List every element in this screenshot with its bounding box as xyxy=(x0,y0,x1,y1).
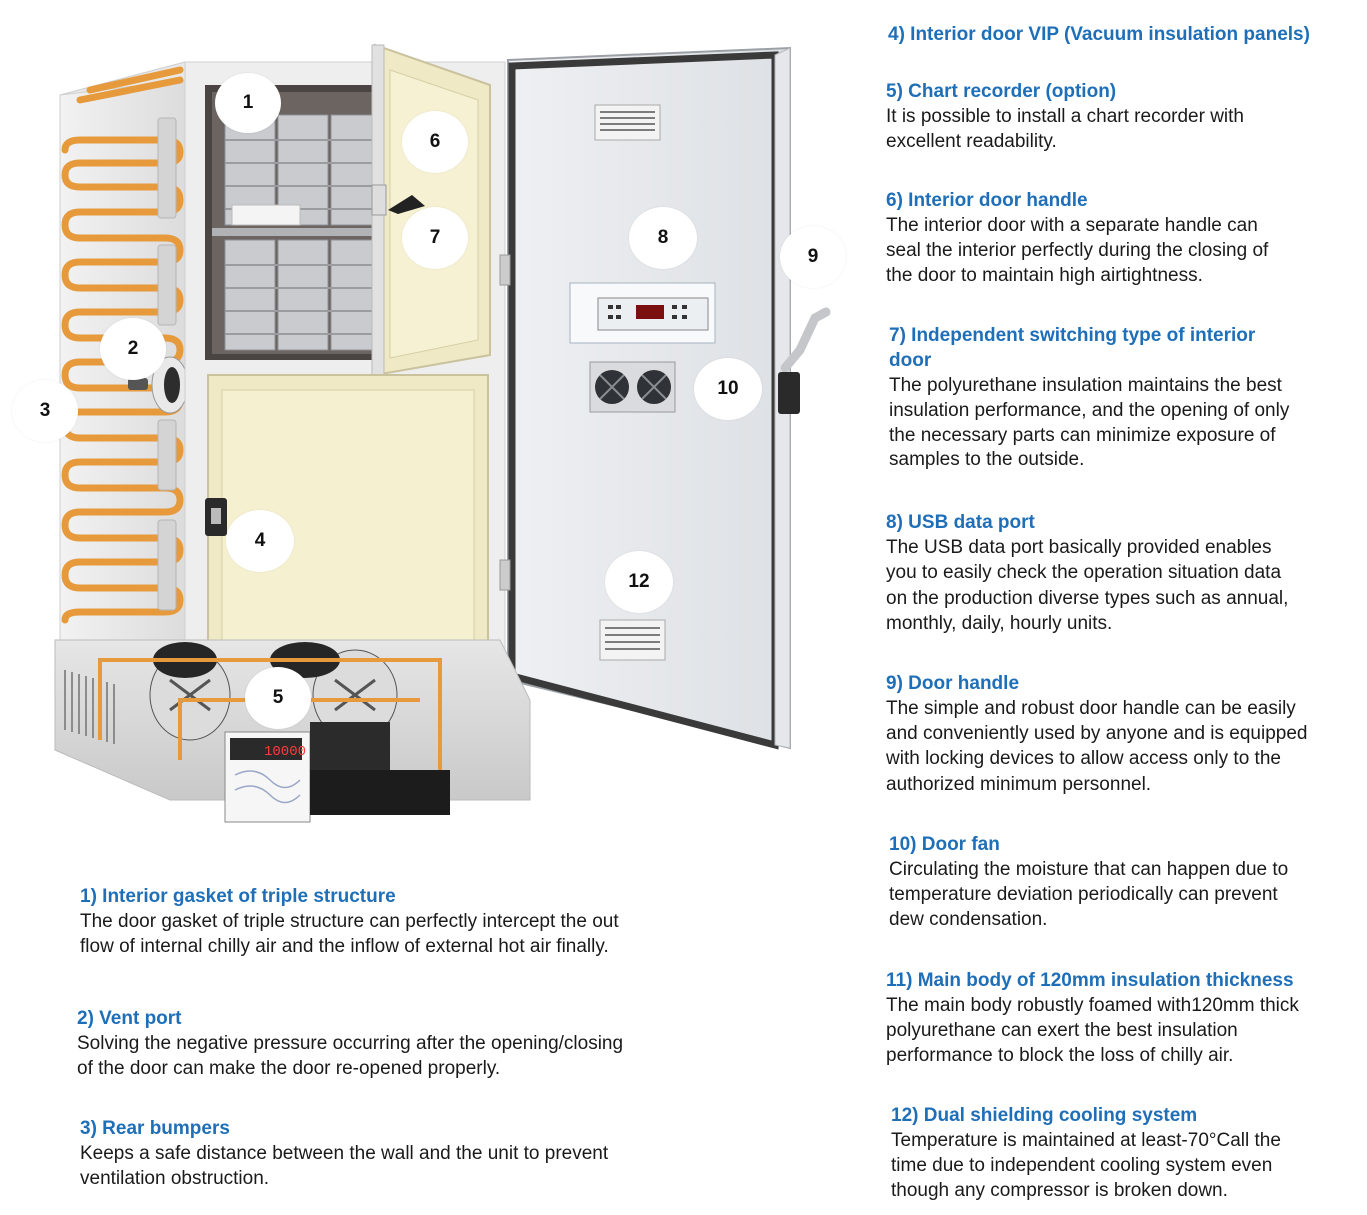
feature-6-desc-line-2: seal the interior perfectly during the c… xyxy=(886,240,1269,261)
feature-11-title: 11) Main body of 120mm insulation thickn… xyxy=(886,970,1294,991)
marker-2: 2 xyxy=(100,318,166,380)
feature-12-desc-line-3: though any compressor is broken down. xyxy=(891,1180,1228,1201)
feature-9-desc-line-4: authorized minimum personnel. xyxy=(886,774,1152,795)
rear-bumpers xyxy=(157,117,177,611)
interior-compartment xyxy=(205,85,380,360)
feature-7-desc-line-4: samples to the outside. xyxy=(889,449,1085,470)
feature-12-desc-line-2: time due to independent cooling system e… xyxy=(891,1155,1273,1176)
feature-7-title-line-2: door xyxy=(889,350,932,371)
feature-1-desc-line-2: flow of internal chilly air and the infl… xyxy=(80,936,609,957)
feature-9-desc-line-3: with locking devices to allow access onl… xyxy=(886,748,1281,769)
feature-5-desc-line-1: It is possible to install a chart record… xyxy=(886,106,1244,127)
feature-1-desc-line-1: The door gasket of triple structure can … xyxy=(80,911,619,932)
feature-10-title: 10) Door fan xyxy=(889,834,1000,855)
machine-base: 10000 xyxy=(54,639,531,823)
feature-7-desc-line-3: the necessary parts can minimize exposur… xyxy=(889,425,1276,446)
marker-10: 10 xyxy=(694,358,762,420)
feature-2-title: 2) Vent port xyxy=(77,1008,182,1029)
marker-7: 7 xyxy=(402,207,468,269)
marker-5: 5 xyxy=(245,667,311,729)
feature-11-desc-line-2: polyurethane can exert the best insulati… xyxy=(886,1020,1238,1041)
feature-1-title: 1) Interior gasket of triple structure xyxy=(80,886,396,907)
feature-6-title: 6) Interior door handle xyxy=(886,190,1088,211)
marker-1: 1 xyxy=(215,73,281,133)
marker-12: 12 xyxy=(605,551,673,613)
feature-3-desc-line-2: ventilation obstruction. xyxy=(80,1168,270,1189)
feature-8-desc-line-3: on the production diverse types such as … xyxy=(886,588,1289,609)
feature-9-desc-line-2: and conveniently used by anyone and is e… xyxy=(886,723,1308,744)
feature-3-desc-line-1: Keeps a safe distance between the wall a… xyxy=(80,1143,609,1164)
feature-10-desc-line-3: dew condensation. xyxy=(889,909,1048,930)
feature-3-title: 3) Rear bumpers xyxy=(80,1118,230,1139)
feature-7-desc-line-1: The polyurethane insulation maintains th… xyxy=(889,375,1282,396)
feature-8-desc-line-4: monthly, daily, hourly units. xyxy=(886,613,1113,634)
marker-8: 8 xyxy=(629,207,697,269)
feature-9-title: 9) Door handle xyxy=(886,673,1020,694)
marker-4: 4 xyxy=(226,510,294,572)
marker-6: 6 xyxy=(402,111,468,173)
freezer-illustration: 10000 xyxy=(54,43,831,823)
feature-8-title: 8) USB data port xyxy=(886,512,1035,533)
feature-5-title: 5) Chart recorder (option) xyxy=(886,81,1117,102)
feature-6-desc-line-1: The interior door with a separate handle… xyxy=(886,215,1258,236)
feature-11-desc-line-1: The main body robustly foamed with120mm … xyxy=(886,995,1299,1016)
feature-12-title: 12) Dual shielding cooling system xyxy=(891,1105,1198,1126)
feature-8-desc-line-2: you to easily check the operation situat… xyxy=(886,562,1282,583)
feature-9-desc-line-1: The simple and robust door handle can be… xyxy=(886,698,1296,719)
feature-10-desc-line-2: temperature deviation periodically can p… xyxy=(889,884,1278,905)
feature-10-desc-line-1: Circulating the moisture that can happen… xyxy=(889,859,1289,880)
feature-2-desc-line-1: Solving the negative pressure occurring … xyxy=(77,1033,624,1054)
feature-7-title-line-1: 7) Independent switching type of interio… xyxy=(889,325,1256,346)
feature-8-desc-line-1: The USB data port basically provided ena… xyxy=(886,537,1272,558)
feature-12-desc-line-1: Temperature is maintained at least-70°Ca… xyxy=(891,1130,1281,1151)
marker-3: 3 xyxy=(12,380,78,442)
feature-7-desc-line-2: insulation performance, and the opening … xyxy=(889,400,1290,421)
feature-11-desc-line-3: performance to block the loss of chilly … xyxy=(886,1045,1234,1066)
feature-4-title: 4) Interior door VIP (Vacuum insulation … xyxy=(888,24,1310,45)
feature-6-desc-line-3: the door to maintain high airtightness. xyxy=(886,265,1203,286)
controller-display: 10000 xyxy=(264,744,306,760)
marker-9: 9 xyxy=(780,226,846,288)
feature-5-desc-line-2: excellent readability. xyxy=(886,131,1057,152)
feature-2-desc-line-2: of the door can make the door re-opened … xyxy=(77,1058,501,1079)
outer-door xyxy=(499,46,831,750)
